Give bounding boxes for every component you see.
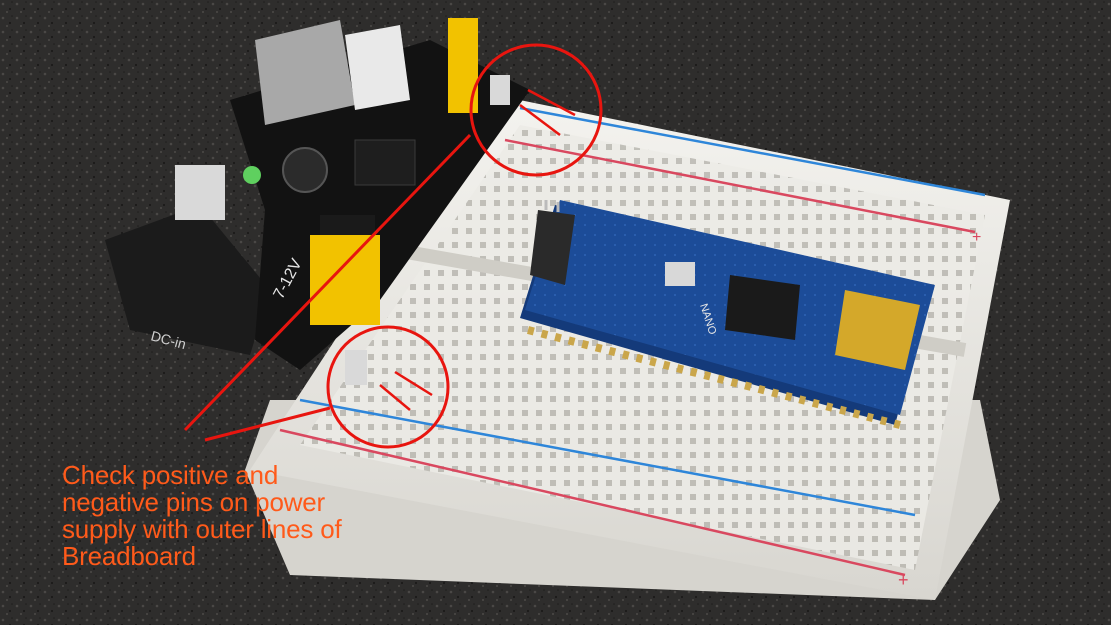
dc-jack — [105, 205, 270, 355]
plus-label-top: + — [972, 229, 981, 246]
mini-usb-port — [835, 290, 920, 370]
top-rail-blue — [519, 106, 986, 197]
arduino-nano: NANO — [520, 200, 935, 429]
pointer-line-top — [183, 133, 472, 432]
icsp-header — [530, 210, 575, 285]
plus-label-bottom: + — [898, 570, 909, 590]
caption-line-3: supply with outer lines of — [62, 514, 342, 544]
bottom-rail-red — [279, 428, 906, 577]
jumper-bottom — [310, 235, 380, 325]
power-led — [243, 166, 261, 184]
annotation-marks — [183, 43, 603, 449]
caption-line-2: negative pins on power — [62, 487, 326, 517]
power-switch — [175, 165, 225, 220]
annotation-caption: Check positive and negative pins on powe… — [62, 462, 422, 570]
usb-a-port — [255, 20, 355, 125]
caption-line-4: Breadboard — [62, 541, 196, 571]
bottom-rail-blue — [299, 398, 916, 517]
caption-line-1: Check positive and — [62, 460, 279, 490]
highlight-circle-top — [469, 43, 603, 177]
power-supply-module: 7-12V DC-in — [105, 18, 530, 385]
atmega-chip — [725, 275, 800, 340]
highlight-circle-bottom — [326, 325, 450, 449]
pointer-line-bottom — [204, 406, 331, 442]
reset-button-part — [665, 262, 695, 286]
